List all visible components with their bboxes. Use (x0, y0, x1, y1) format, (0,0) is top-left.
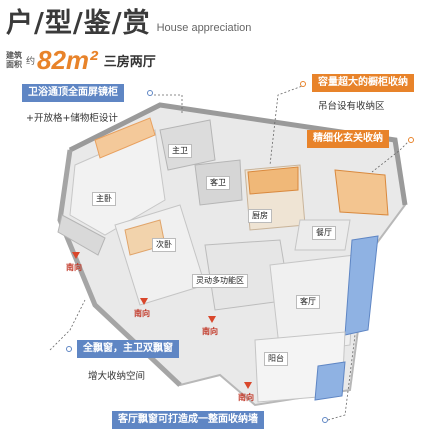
callout-dot-entry (408, 137, 414, 143)
note-bay: 增大收纳空间 (88, 371, 146, 382)
leader-living (327, 334, 356, 421)
south-arrow-icon (140, 298, 148, 305)
area-value: 82m² (37, 45, 98, 75)
callout-dot-kitchen (300, 81, 306, 87)
room-label-kitchen: 厨房 (248, 209, 272, 223)
callout-kitchen-storage: 容量超大的橱柜收纳 (312, 74, 414, 92)
leader-kitchen (269, 84, 306, 166)
callout-bay-window: 全飘窗，主卫双飘窗 (77, 340, 179, 358)
leader-entry (371, 139, 411, 173)
layout-value: 三房两厅 (103, 54, 156, 70)
bay-window-ledge (57, 214, 106, 256)
area-label: 建筑面积 (6, 51, 22, 69)
callout-living-storage: 客厅飘窗可打造成一整面收纳墙 (112, 411, 264, 429)
room-label-living: 客厅 (296, 295, 320, 309)
leader-bay (49, 299, 86, 351)
callout-dot-bath (147, 90, 153, 96)
callout-dot-bay (66, 346, 72, 352)
page-subtitle: House appreciation (156, 22, 252, 34)
kitchen-cabinets (247, 166, 299, 195)
note-kitchen: 吊台设有收纳区 (318, 101, 385, 112)
direction-label: 南向 (238, 393, 254, 402)
south-arrow-icon (72, 252, 80, 259)
living-window-cabinet (344, 235, 379, 336)
room-label-dining: 餐厅 (312, 226, 336, 240)
spec-row: 建筑面积 约 82m² 三房两厅 (6, 44, 156, 76)
title-row: 户/型/鉴/赏 House appreciation (6, 4, 251, 40)
south-arrow-icon (208, 316, 216, 323)
outer-walls (68, 102, 408, 206)
direction-label: 南向 (202, 327, 218, 336)
page-title: 户/型/鉴/赏 (6, 8, 151, 39)
callout-entry-storage: 精细化玄关收纳 (307, 130, 389, 148)
direction-label: 南向 (66, 263, 82, 272)
room-label-master-bath: 主卫 (168, 144, 192, 158)
room-label-flex: 灵动多功能区 (192, 274, 248, 288)
callout-bath-mirror: 卫浴通顶全面屏镜柜 (22, 84, 124, 102)
entry-cabinet (334, 169, 389, 216)
note-bath: +开放格+储物柜设计 (26, 113, 118, 124)
leader-bath-mirror (150, 94, 183, 115)
callout-dot-living (322, 417, 328, 423)
room-label-master-bed: 主卧 (92, 192, 116, 206)
room-label-second-bed: 次卧 (152, 238, 176, 252)
direction-label: 南向 (134, 309, 150, 318)
master-wardrobe (94, 117, 156, 159)
approx-label: 约 (26, 56, 36, 67)
room-label-guest-bath: 客卫 (206, 176, 230, 190)
room-label-balcony: 阳台 (264, 352, 288, 366)
balcony-window-cabinet (314, 361, 346, 401)
south-arrow-icon (244, 382, 252, 389)
